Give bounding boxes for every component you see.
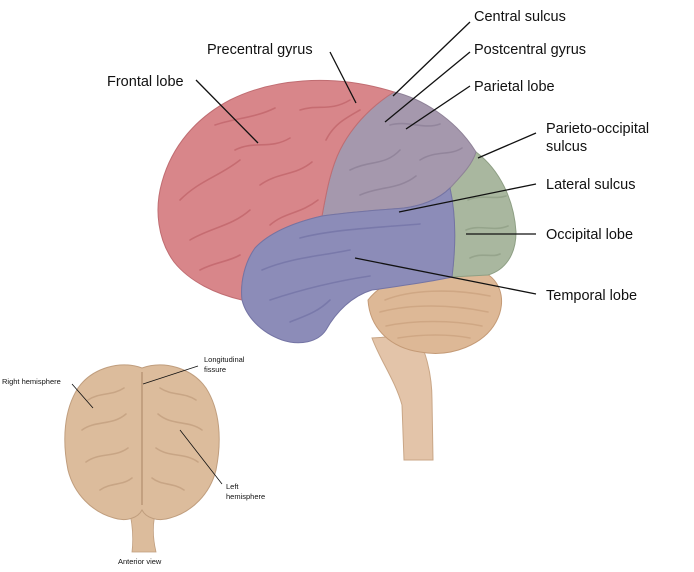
leader-lateral-sulcus	[398, 183, 537, 213]
label-occipital-lobe: Occipital lobe	[546, 227, 633, 243]
leader-parieto-occipital-sulcus	[477, 132, 537, 159]
occipital-gyri	[465, 195, 509, 259]
leader-left-hemisphere	[179, 429, 223, 485]
label-temporal-lobe: Temporal lobe	[546, 288, 637, 304]
label-anterior-view: Anterior view	[118, 557, 162, 566]
leader-right-hemisphere	[71, 383, 94, 409]
label-right-hemisphere: Right hemisphere	[2, 377, 61, 386]
label-parieto-occipital-line1: Parieto-occipital	[546, 121, 649, 137]
label-parietal-lobe: Parietal lobe	[474, 79, 555, 95]
parietal-gyri	[349, 122, 463, 196]
label-precentral-gyrus: Precentral gyrus	[207, 42, 313, 58]
leader-temporal-lobe	[354, 257, 537, 295]
temporal-gyri	[261, 223, 421, 323]
brainstem	[371, 334, 434, 461]
leader-longitudinal-fissure	[142, 365, 199, 385]
label-lateral-sulcus: Lateral sulcus	[546, 177, 635, 193]
leader-frontal-lobe	[195, 79, 259, 144]
label-left-line2: hemisphere	[226, 492, 265, 501]
label-longitudinal-line1: Longitudinal	[204, 355, 245, 364]
label-left-line1: Left	[226, 482, 239, 491]
cerebellum-folia	[379, 290, 491, 339]
label-central-sulcus: Central sulcus	[474, 9, 566, 25]
temporal-lobe	[241, 187, 456, 344]
leader-postcentral-gyrus	[384, 51, 471, 123]
anterior-gyri	[81, 387, 203, 491]
label-frontal-lobe: Frontal lobe	[107, 74, 184, 90]
label-longitudinal-line2: fissure	[204, 365, 226, 374]
label-postcentral-gyrus: Postcentral gyrus	[474, 42, 586, 58]
frontal-gyri	[179, 99, 361, 271]
leader-parietal-lobe	[405, 85, 471, 130]
leader-central-sulcus	[392, 21, 471, 97]
frontal-lobe	[157, 79, 396, 301]
label-parieto-occipital-line2: sulcus	[546, 139, 587, 155]
leader-precentral-gyrus	[329, 51, 357, 104]
